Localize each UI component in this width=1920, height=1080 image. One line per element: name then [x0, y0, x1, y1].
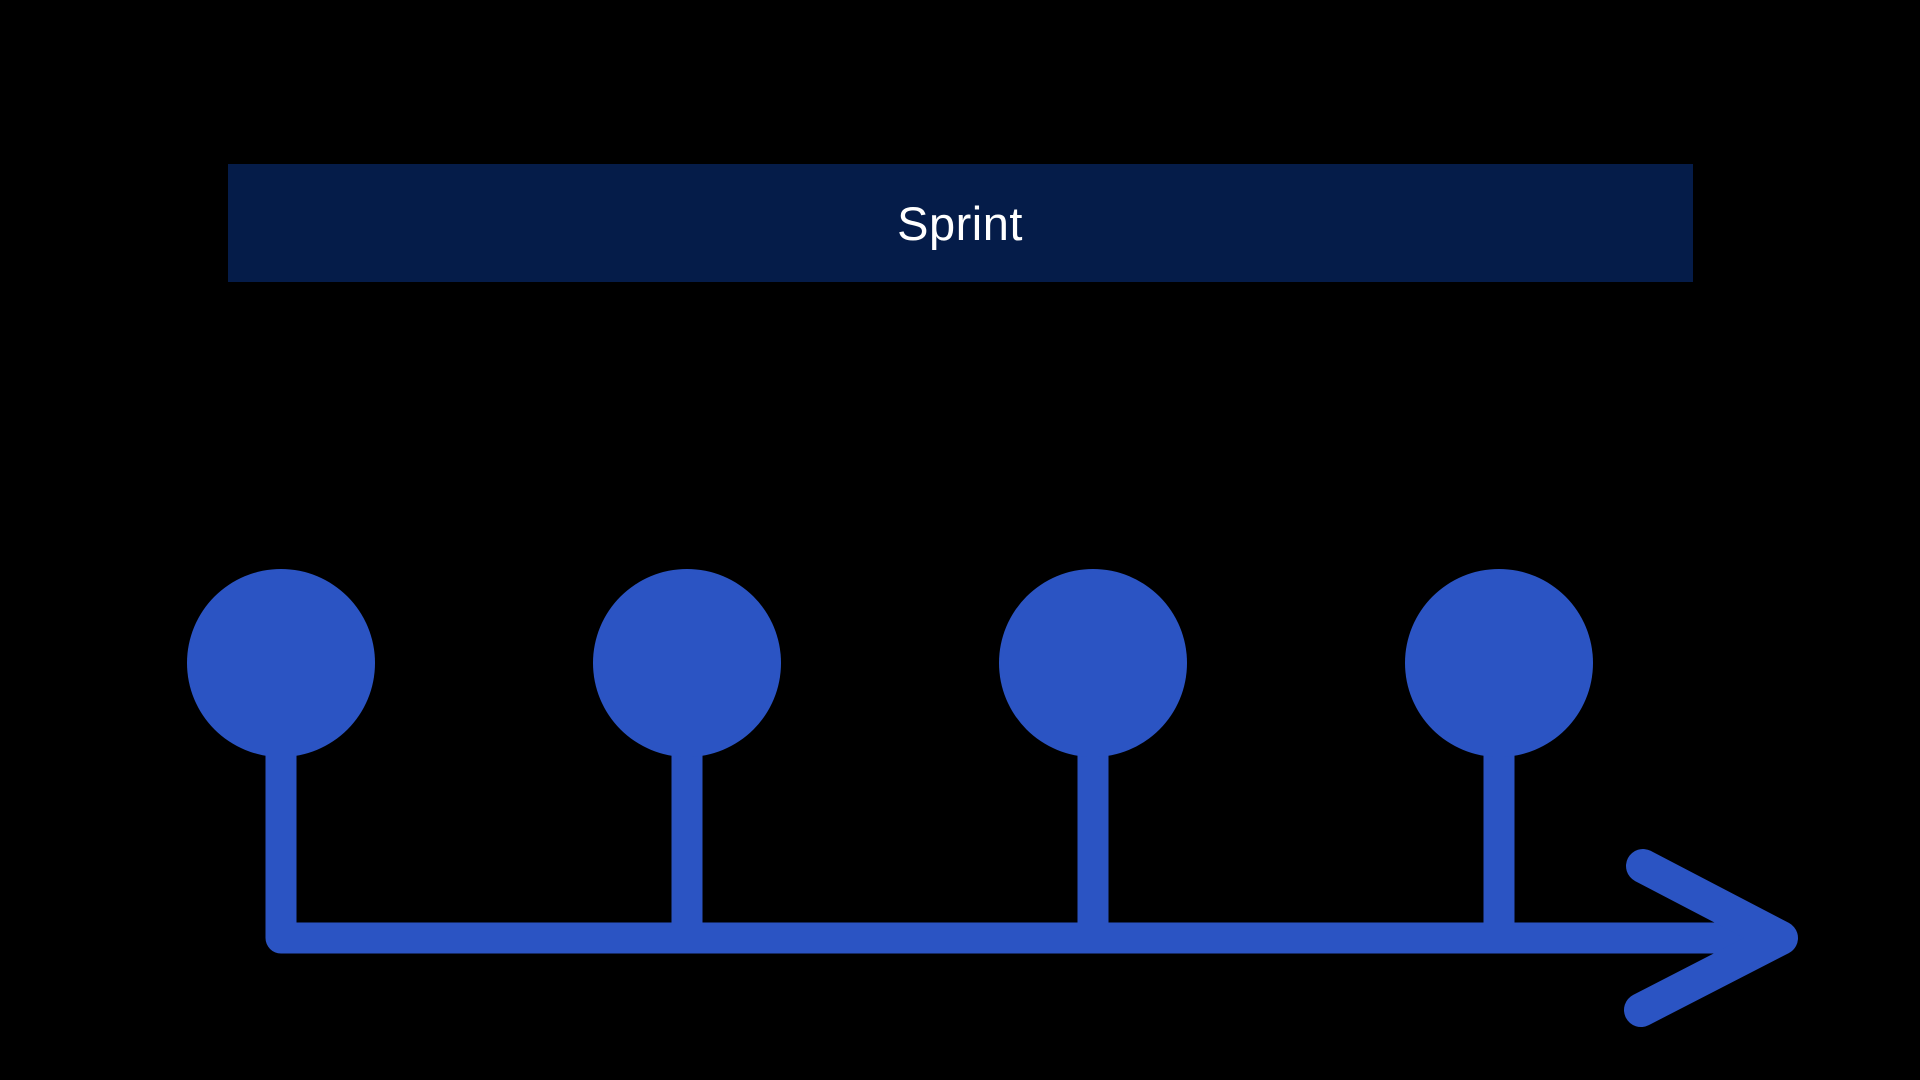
milestone-4-node: [1405, 569, 1593, 757]
milestone-3-node: [999, 569, 1187, 757]
sprint-header-bar: [228, 164, 1693, 282]
timeline-baseline: [265, 745, 1760, 954]
sprint-label: Sprint: [897, 197, 1023, 250]
milestone-1-node: [187, 569, 375, 757]
milestones: [187, 569, 1593, 938]
milestone-2-node: [593, 569, 781, 757]
timeline-arrowhead-icon: [1624, 849, 1798, 1027]
